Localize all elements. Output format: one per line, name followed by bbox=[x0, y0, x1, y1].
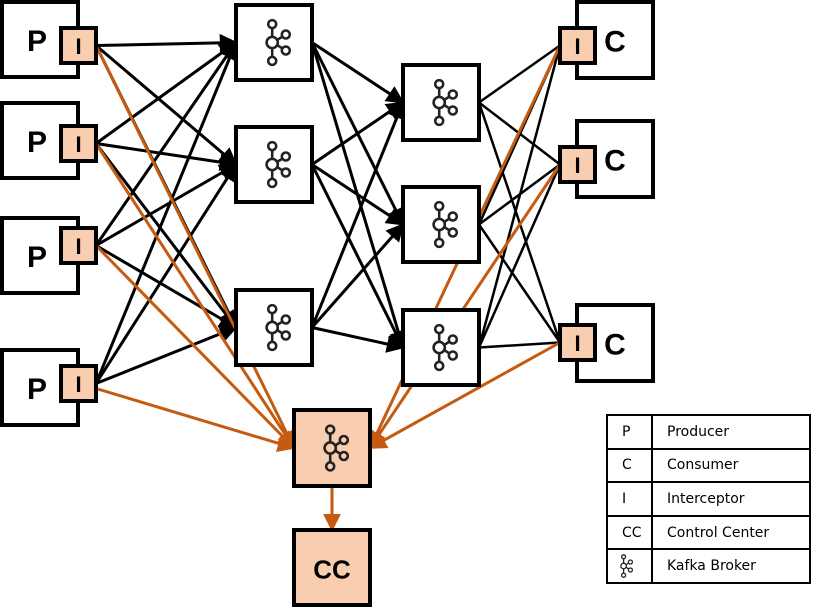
interceptor-c3 bbox=[558, 323, 597, 362]
edge-p2-b3 bbox=[94, 142, 238, 329]
data-flow-edges bbox=[94, 33, 562, 385]
edge-b3-b6 bbox=[311, 326, 405, 353]
kafka-broker-icon bbox=[620, 554, 634, 579]
legend-symbol: C bbox=[606, 447, 653, 484]
edge-b2-b5 bbox=[311, 163, 405, 226]
edge-b6-c3 bbox=[478, 341, 561, 349]
interceptor-p4 bbox=[59, 364, 98, 403]
metrics-edge-p2 bbox=[94, 142, 296, 450]
metrics-broker bbox=[292, 408, 372, 488]
interceptor-c1 bbox=[558, 26, 597, 65]
producer-label: P bbox=[27, 373, 47, 406]
broker-b6 bbox=[401, 308, 481, 387]
edge-p1-b2 bbox=[95, 44, 238, 166]
broker-b4 bbox=[401, 63, 481, 142]
legend-description: Control Center bbox=[651, 514, 811, 551]
broker-b2 bbox=[234, 125, 314, 204]
metrics-edge-p3 bbox=[94, 244, 296, 450]
interceptor-label: I bbox=[574, 331, 580, 356]
edge-b1-b4 bbox=[311, 41, 405, 104]
interceptor-p1 bbox=[59, 26, 98, 65]
legend-symbol: P bbox=[606, 414, 653, 450]
producer-label: P bbox=[27, 126, 47, 159]
legend-description: Kafka Broker bbox=[651, 548, 811, 584]
edge-p4-b1 bbox=[94, 40, 239, 385]
interceptor-c2 bbox=[558, 145, 597, 184]
interceptor-p2 bbox=[59, 124, 98, 163]
metrics-edge-p4 bbox=[95, 387, 296, 452]
legend-description: Consumer bbox=[651, 447, 811, 484]
interceptor-label: I bbox=[75, 132, 81, 157]
edge-b6-c2 bbox=[477, 163, 562, 349]
interceptor-p3 bbox=[59, 226, 98, 265]
edge-b6-c1 bbox=[477, 45, 562, 348]
metrics-edge-c3 bbox=[368, 341, 561, 450]
legend-description: Producer bbox=[651, 414, 811, 450]
edge-b2-b6 bbox=[310, 163, 405, 350]
legend-description: Interceptor bbox=[651, 481, 811, 517]
broker-b5 bbox=[401, 185, 481, 264]
edge-p2-b1 bbox=[95, 41, 238, 145]
edge-p1-b1 bbox=[95, 33, 238, 52]
edge-p3-b2 bbox=[95, 163, 238, 247]
producer-label: P bbox=[27, 25, 47, 58]
interceptor-label: I bbox=[574, 34, 580, 59]
legend-row: Kafka Broker bbox=[606, 548, 811, 584]
edge-p4-b3 bbox=[95, 325, 238, 385]
edge-p3-b1 bbox=[94, 41, 238, 247]
legend-symbol: CC bbox=[606, 514, 653, 551]
edge-b5-c3 bbox=[477, 223, 562, 344]
control-center bbox=[292, 528, 372, 607]
consumer-label: C bbox=[604, 26, 626, 59]
interceptor-label: I bbox=[574, 153, 580, 178]
broker-b3 bbox=[234, 288, 314, 367]
edge-b3-b5 bbox=[310, 223, 405, 329]
consumer-c2 bbox=[575, 119, 655, 199]
edge-p4-b2 bbox=[94, 162, 238, 385]
interceptor-label: I bbox=[75, 372, 81, 397]
edge-p3-b3 bbox=[95, 244, 238, 329]
edge-b3-b4 bbox=[310, 100, 406, 329]
consumer-label: C bbox=[604, 145, 626, 178]
consumer-label: C bbox=[604, 329, 626, 362]
legend-symbol bbox=[606, 548, 653, 584]
control-center-label: CC bbox=[313, 555, 351, 585]
producer-label: P bbox=[27, 241, 47, 274]
broker-b1 bbox=[234, 3, 314, 82]
edge-b2-b4 bbox=[311, 101, 405, 166]
metrics-edge-p1 bbox=[94, 44, 296, 450]
edge-p2-b2 bbox=[95, 142, 238, 171]
metrics-edge-c2 bbox=[368, 163, 562, 450]
interceptor-label: I bbox=[75, 34, 81, 59]
edge-b4-c1 bbox=[478, 44, 561, 104]
interceptor-label: I bbox=[75, 234, 81, 259]
legend-symbol: I bbox=[606, 481, 653, 517]
